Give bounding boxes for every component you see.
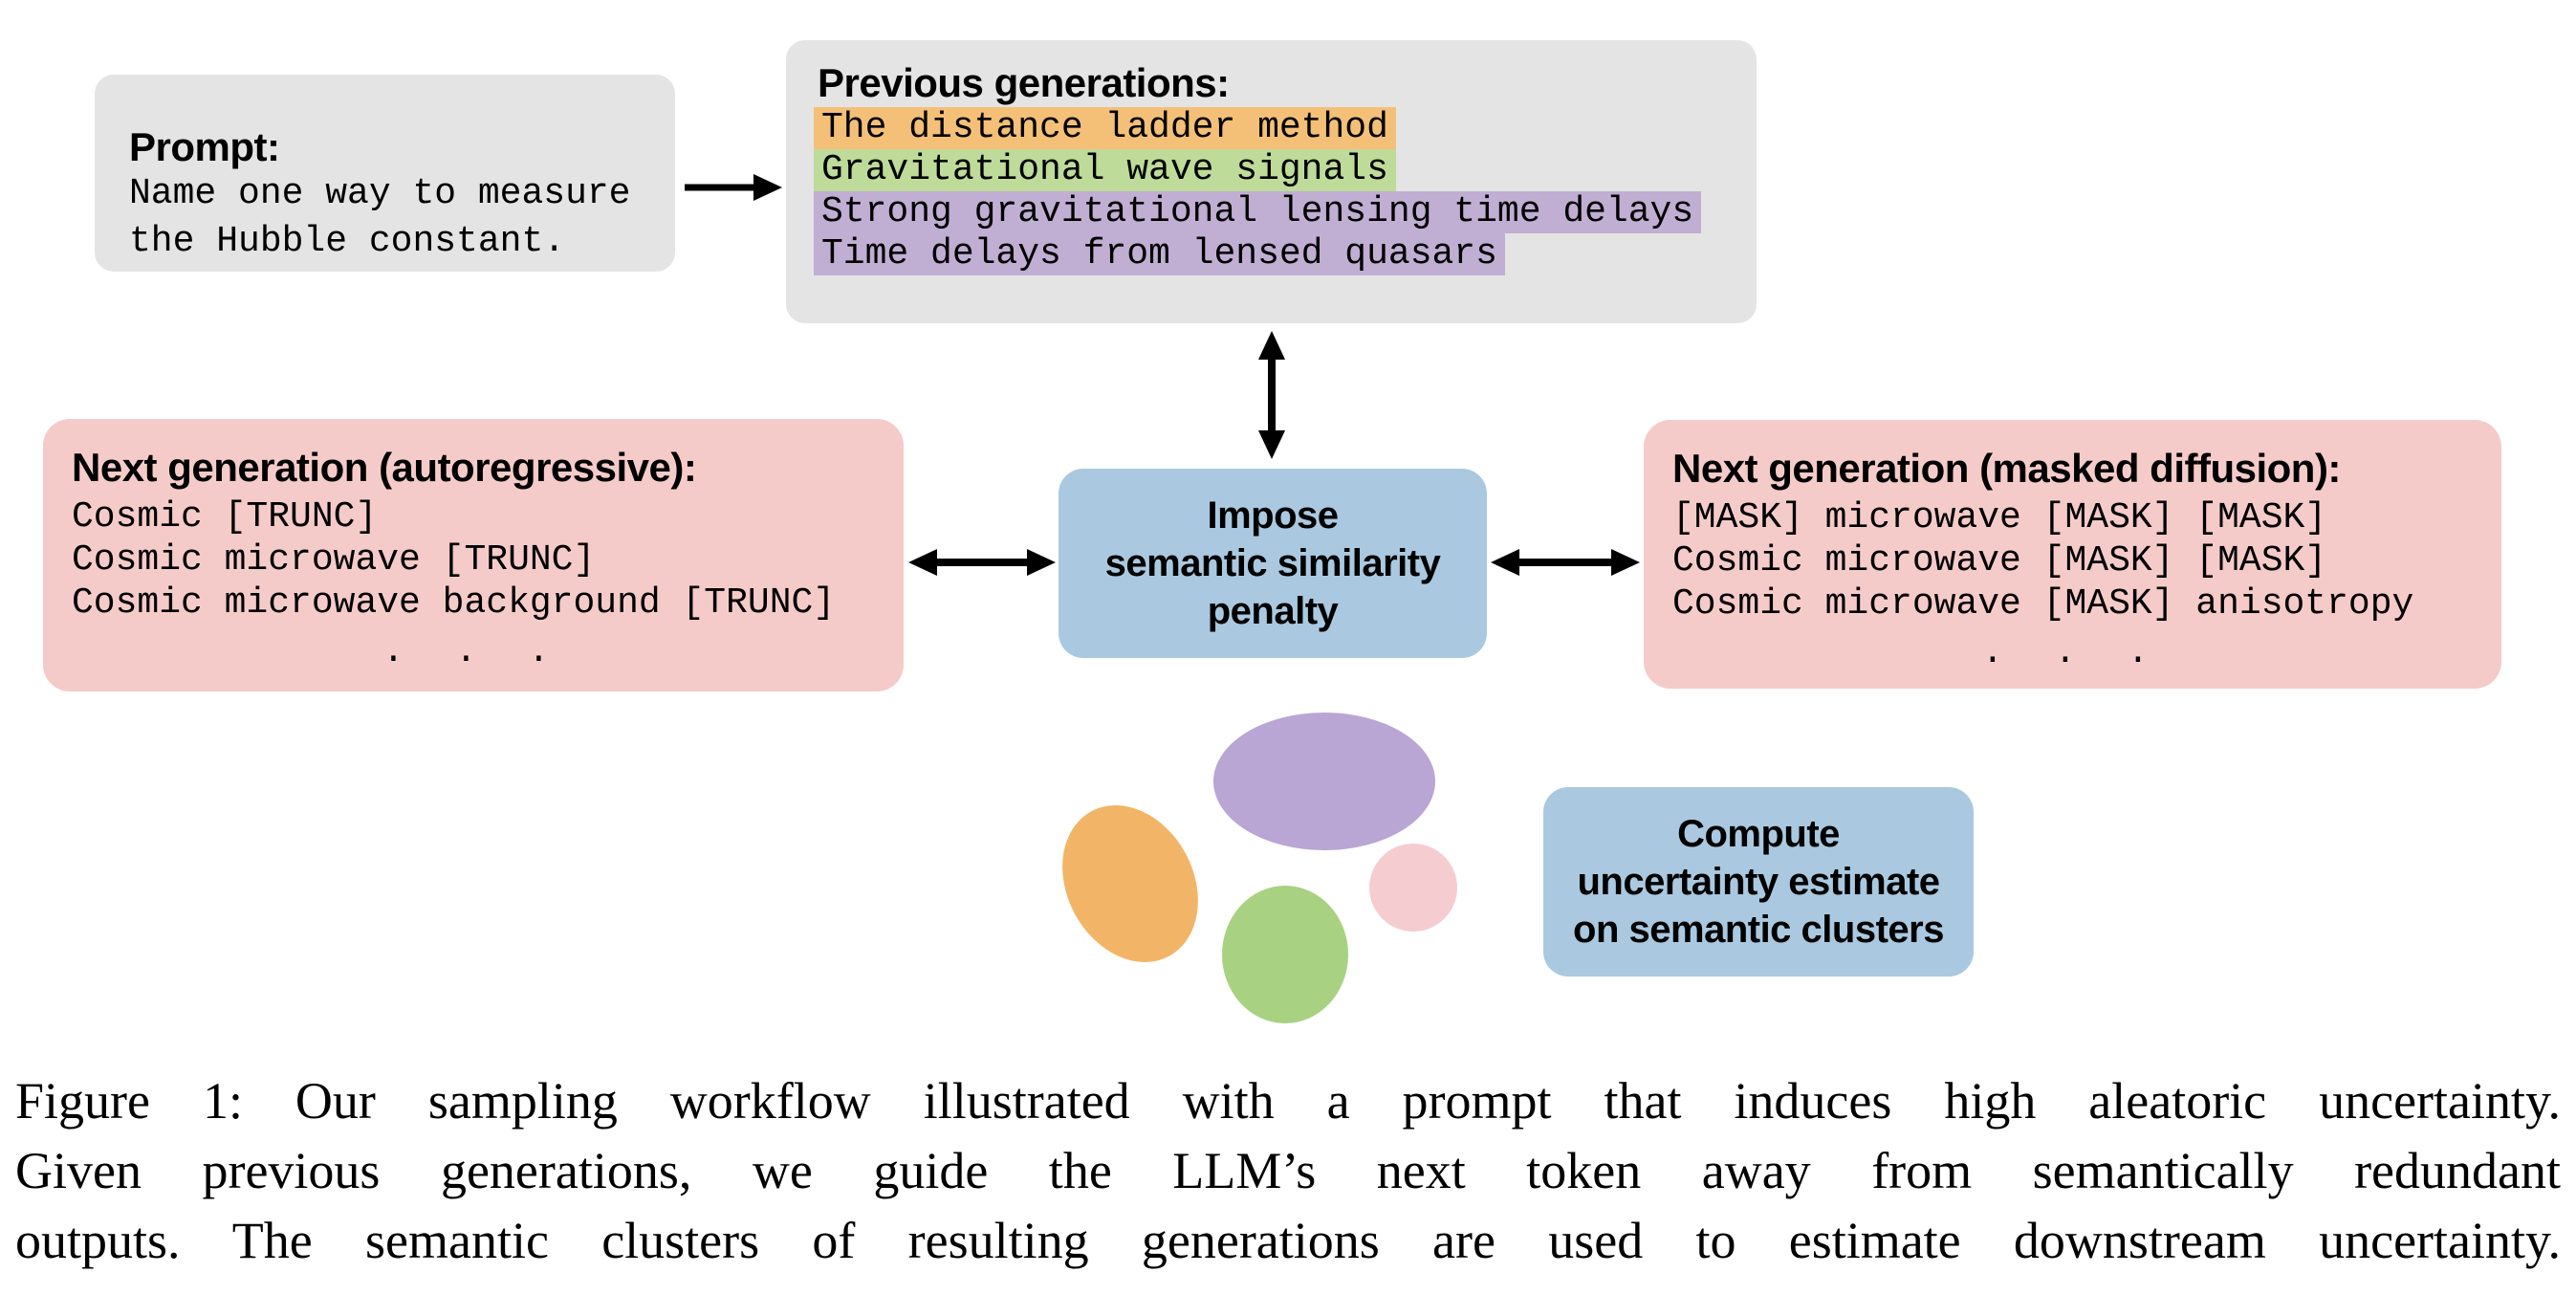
autoregressive-candidate-line: Cosmic microwave background [TRUNC] [72,582,836,624]
prompt-box: Prompt: Name one way to measure the Hubb… [95,75,675,272]
penalty-box-line: Impose [1207,494,1339,537]
highlighted-generation-purple: Strong gravitational lensing time delays [814,191,1702,233]
autoregressive-candidate-line: Cosmic microwave [TRUNC] [72,539,596,581]
next-generation-autoregressive-box: Next generation (autoregressive): Cosmic… [43,419,904,691]
compute-box-line: on semantic clusters [1573,909,1944,951]
highlighted-generation-purple: Time delays from lensed quasars [814,233,1505,275]
ellipsis-dots: . . . [1981,632,2164,673]
autoregressive-candidate-line: Cosmic [TRUNC] [72,496,378,538]
next-generation-masked-diffusion-box: Next generation (masked diffusion): [MAS… [1644,420,2501,689]
autoregressive-box-title: Next generation (autoregressive): [72,445,697,490]
prompt-text-line: Name one way to measure [129,173,631,214]
green-cluster-ellipse [1222,886,1348,1023]
caption-line: Figure 1: Our sampling workflow illustra… [15,1072,2561,1130]
ellipsis-dots: . . . [382,631,565,672]
compute-uncertainty-box: Compute uncertainty estimate on semantic… [1543,787,1974,977]
pink-cluster-ellipse [1369,844,1457,932]
caption-line: outputs. The semantic clusters of result… [15,1212,2561,1269]
orange-cluster-ellipse [1036,781,1225,986]
diffusion-candidate-line: Cosmic microwave [MASK] anisotropy [1672,583,2414,625]
prompt-text-line: the Hubble constant. [129,221,566,262]
impose-penalty-box: Impose semantic similarity penalty [1059,469,1487,658]
purple-cluster-ellipse [1213,713,1435,850]
compute-box-line: uncertainty estimate [1577,861,1940,903]
arrow-previous-penalty-bidirectional [1258,331,1285,459]
penalty-box-line: penalty [1207,590,1339,632]
arrow-autoregressive-penalty-bidirectional [908,549,1056,576]
caption-line: Given previous generations, we guide the… [15,1142,2561,1199]
diffusion-candidate-line: Cosmic microwave [MASK] [MASK] [1672,540,2327,582]
compute-box-line: Compute [1677,813,1840,855]
figure-caption: Figure 1: Our sampling workflow illustra… [15,1066,2561,1276]
diffusion-candidate-line: [MASK] microwave [MASK] [MASK] [1672,497,2327,538]
previous-generations-title: Previous generations: [818,60,1230,105]
previous-generations-box: Previous generations: The distance ladde… [786,40,1757,323]
highlighted-generation-orange: The distance ladder method [814,107,1396,149]
penalty-box-line: semantic similarity [1104,542,1441,584]
highlighted-generation-green: Gravitational wave signals [814,149,1396,191]
arrow-prompt-to-previous [685,174,782,201]
arrow-penalty-diffusion-bidirectional [1491,549,1640,576]
prompt-box-title: Prompt: [129,124,280,169]
diffusion-box-title: Next generation (masked diffusion): [1672,446,2341,491]
